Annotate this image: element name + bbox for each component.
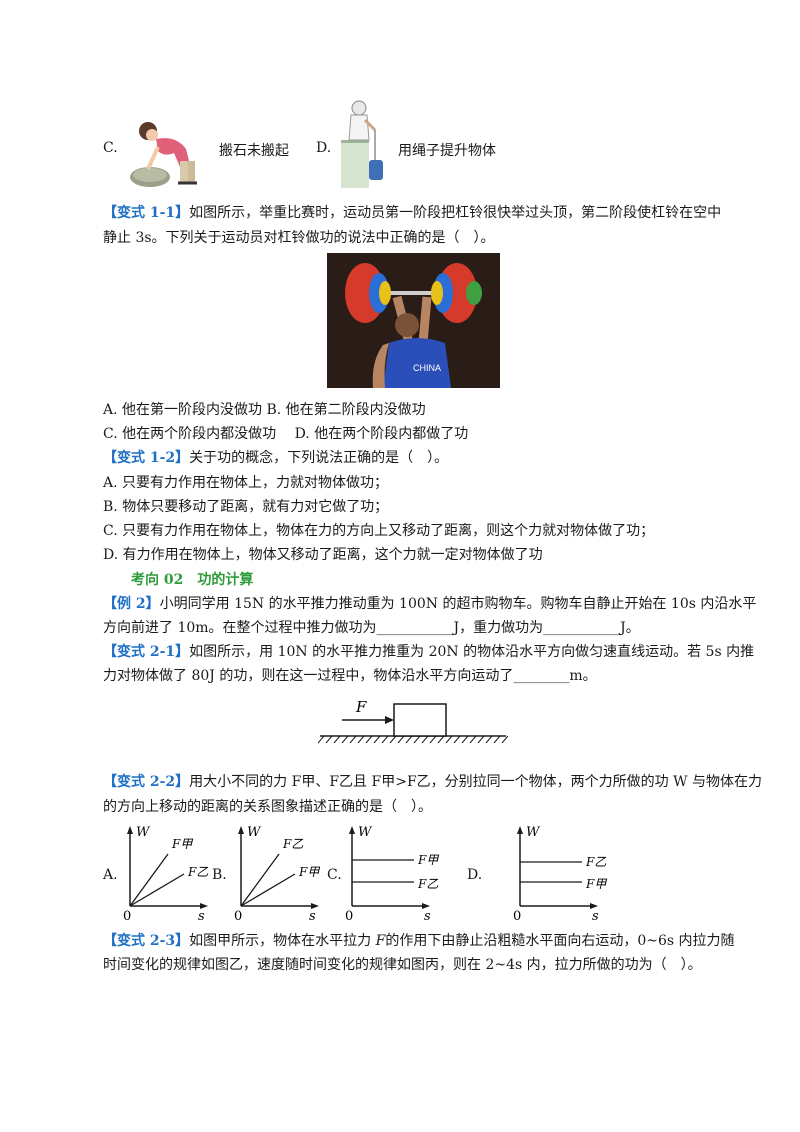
woman-lifting-stone-illustration [130, 122, 197, 187]
q23-line1: 【变式 2-3】如图甲所示，物体在水平拉力 F的作用下由静止沿粗糙水平面向右运动… [103, 934, 735, 948]
graph-b-upper-label: F乙 [282, 837, 303, 851]
section-title: 考向 02 功的计算 [131, 572, 254, 588]
graph-a: W s 0 F甲 F乙 [123, 825, 208, 922]
q22-line2: 的方向上移动的距离的关系图象描述正确的是（ ）。 [103, 799, 432, 815]
graph-a-upper-label: F甲 [171, 837, 193, 851]
ground-hatching [318, 735, 508, 744]
graph-c: W s 0 F甲 F乙 [345, 825, 439, 922]
graph-d-s-label: s [592, 909, 599, 922]
q21-tag: 【变式 2-1】 [103, 644, 190, 660]
graph-d-lower-label: F甲 [585, 877, 607, 891]
graph-b-origin: 0 [234, 909, 242, 922]
man-lifting-bucket-illustration [341, 100, 383, 188]
graph-c-upper-label: F甲 [417, 853, 439, 867]
ex2-tag: 【例 2】 [103, 596, 160, 612]
q22-text1: 用大小不同的力 F甲、F乙且 F甲>F乙，分别拉同一个物体，两个力所做的功 W … [189, 774, 762, 790]
photo-jersey-text: CHINA [413, 363, 441, 373]
q23-tag: 【变式 2-3】 [103, 933, 190, 949]
graph-d-w-label: W [526, 825, 541, 840]
graph-a-lower-label: F乙 [187, 865, 208, 879]
block [393, 703, 447, 737]
q21-line2: 力对物体做了 80J 的功，则在这一过程中，物体沿水平方向运动了________… [103, 668, 597, 684]
q23-text1a: 如图甲所示，物体在水平拉力 [189, 933, 376, 949]
q23-text1b: 的作用下由静止沿粗糙水平面向右运动，0~6s 内拉力随 [385, 933, 735, 949]
graph-c-lower-label: F乙 [417, 877, 438, 891]
graph-b-s-label: s [309, 909, 316, 922]
graph-a-letter: A. [103, 867, 118, 883]
q11-options-ab: A. 他在第一阶段内没做功 B. 他在第二阶段内没做功 [103, 402, 426, 418]
q11-line2: 静止 3s。下列关于运动员对杠铃做功的说法中正确的是（ ）。 [103, 230, 495, 246]
option-c-letter: C. [103, 140, 118, 156]
graph-a-lower-line [129, 873, 185, 907]
graph-c-letter: C. [327, 867, 342, 883]
q12-stem-line: 【变式 1-2】关于功的概念，下列说法正确的是（ ）。 [103, 451, 448, 465]
ex2-text1: 小明同学用 15N 的水平推力推动重为 100N 的超市购物车。购物车自静止开始… [159, 596, 757, 612]
q12-tag: 【变式 1-2】 [103, 450, 190, 466]
q11-tag: 【变式 1-1】 [103, 205, 190, 221]
q11-options-cd: C. 他在两个阶段内都没做功 D. 他在两个阶段内都做了功 [103, 426, 469, 442]
graph-d-origin: 0 [513, 909, 521, 922]
push-block-diagram: F [318, 698, 508, 744]
q12-option-a: A. 只要有力作用在物体上，力就对物体做功； [103, 475, 389, 491]
graph-b-letter: B. [212, 867, 227, 883]
graph-d-upper-label: F乙 [585, 855, 606, 869]
q21-text1: 如图所示，用 10N 的水平推力推重为 20N 的物体沿水平方向做匀速直线运动。… [189, 644, 755, 660]
weightlifter-photo: CHINA [327, 253, 500, 388]
q11-line1: 【变式 1-1】如图所示，举重比赛时，运动员第一阶段把杠铃很快举过头顶，第二阶段… [103, 206, 721, 220]
q12-stem: 关于功的概念，下列说法正确的是（ ）。 [189, 450, 449, 466]
graph-d: W s 0 F乙 F甲 [513, 825, 607, 922]
q23-line2: 时间变化的规律如图乙，速度随时间变化的规律如图丙，则在 2~4s 内，拉力所做的… [103, 957, 702, 973]
option-d-letter: D. [316, 140, 332, 156]
q11-text1: 如图所示，举重比赛时，运动员第一阶段把杠铃很快举过头顶，第二阶段使杠铃在空中 [189, 205, 722, 221]
graph-c-origin: 0 [345, 909, 353, 922]
graph-a-upper-line [129, 853, 169, 907]
q22-line1: 【变式 2-2】用大小不同的力 F甲、F乙且 F甲>F乙，分别拉同一个物体，两个… [103, 775, 762, 789]
graph-c-w-label: W [358, 825, 373, 840]
graph-c-s-label: s [424, 909, 431, 922]
graph-b-lower-line [240, 873, 296, 907]
graph-b-upper-line [240, 853, 280, 907]
q21-line1: 【变式 2-1】如图所示，用 10N 的水平推力推重为 20N 的物体沿水平方向… [103, 645, 754, 659]
q22-tag: 【变式 2-2】 [103, 774, 190, 790]
graph-b: W s 0 F乙 F甲 [234, 825, 320, 922]
graph-a-s-label: s [198, 909, 205, 922]
graph-d-letter: D. [467, 867, 483, 883]
q12-option-d: D. 有力作用在物体上，物体又移动了距离，这个力就一定对物体做了功 [103, 547, 543, 563]
option-c-text: 搬石未搬起 [219, 143, 289, 159]
q12-option-c: C. 只要有力作用在物体上，物体在力的方向上又移动了距离，则这个力就对物体做了功… [103, 523, 655, 539]
ex2-line2: 方向前进了 10m。在整个过程中推力做功为___________J，重力做功为_… [103, 620, 640, 636]
graph-a-w-label: W [136, 825, 151, 840]
graph-a-origin: 0 [123, 909, 131, 922]
graph-b-w-label: W [247, 825, 262, 840]
ex2-line1: 【例 2】小明同学用 15N 的水平推力推动重为 100N 的超市购物车。购物车… [103, 597, 756, 611]
option-d-text: 用绳子提升物体 [398, 143, 496, 159]
q23-force-var: F [375, 933, 386, 949]
q12-option-b: B. 物体只要移动了距离，就有力对它做了功； [103, 499, 389, 515]
graph-b-lower-label: F甲 [298, 865, 320, 879]
force-label: F [355, 698, 367, 716]
